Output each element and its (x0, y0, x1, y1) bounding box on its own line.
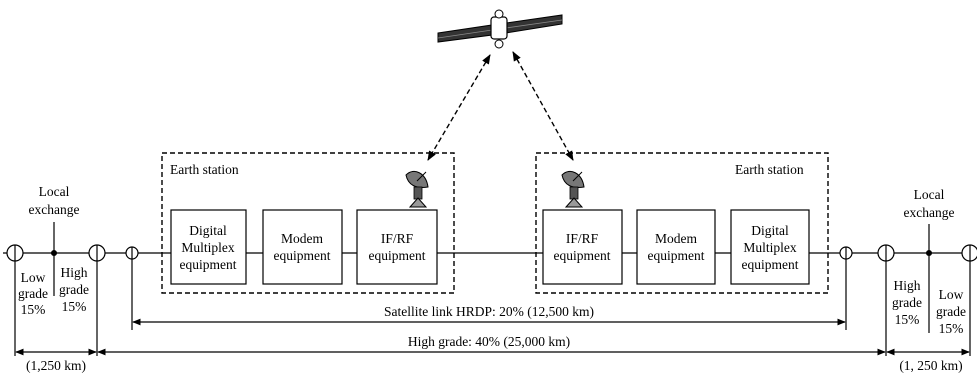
right-digital-multiplex-box: Digital Multiplex equipment (730, 209, 810, 285)
grade-line: Low (939, 287, 964, 302)
box-line: Modem (281, 231, 323, 246)
left-ifrf-box: IF/RF equipment (356, 209, 438, 285)
box-line: Multiplex (181, 240, 234, 255)
grade-line: 15% (62, 299, 87, 314)
box-line: IF/RF (566, 231, 599, 246)
box-line: Digital (189, 223, 227, 238)
box-line: equipment (648, 248, 705, 263)
left-earth-station-title: Earth station (170, 162, 239, 177)
box-line: Multiplex (743, 240, 796, 255)
left-distance-label: (1,250 km) (26, 358, 86, 373)
left-digital-multiplex-box: Digital Multiplex equipment (170, 209, 247, 285)
right-local-exchange: Local exchange (904, 187, 955, 333)
local-exchange-label: Local (39, 184, 70, 199)
local-exchange-label: exchange (29, 202, 80, 217)
box-line: equipment (274, 248, 331, 263)
right-distance-label: (1, 250 km) (899, 358, 962, 373)
interface-point (6, 244, 24, 262)
grade-line: High (894, 278, 921, 293)
interface-point (877, 244, 895, 262)
satellite-icon (437, 9, 563, 49)
left-antenna-icon (405, 171, 429, 208)
left-local-exchange: Local exchange (29, 184, 80, 296)
left-satellite-link (427, 54, 491, 161)
left-modem-box: Modem equipment (262, 209, 343, 285)
grade-line: grade (18, 286, 48, 301)
grade-line: grade (892, 295, 922, 310)
right-earth-station-frame (535, 152, 829, 294)
grade-line: grade (59, 282, 89, 297)
box-line: equipment (369, 248, 426, 263)
box-line: equipment (180, 257, 237, 272)
right-high-grade-label: High grade 15% (892, 278, 922, 327)
interface-point (839, 246, 853, 260)
local-exchange-label: Local (914, 187, 945, 202)
grade-line: grade (936, 304, 966, 319)
box-line: Digital (751, 223, 789, 238)
grade-line: 15% (21, 302, 46, 317)
grade-line: High (61, 265, 88, 280)
box-line: equipment (742, 257, 799, 272)
left-earth-station-frame (161, 152, 455, 294)
local-exchange-label: exchange (904, 205, 955, 220)
high-grade-dimension-label: High grade: 40% (25,000 km) (408, 334, 570, 349)
grade-line: 15% (895, 312, 920, 327)
right-low-grade-label: Low grade 15% (936, 287, 966, 336)
right-antenna-icon (561, 171, 585, 208)
right-ifrf-box: IF/RF equipment (542, 209, 623, 285)
interface-point (125, 246, 139, 260)
right-modem-box: Modem equipment (636, 209, 716, 285)
box-line: Modem (655, 231, 697, 246)
grade-line: Low (21, 270, 46, 285)
satellite-link-dimension-label: Satellite link HRDP: 20% (12,500 km) (384, 304, 594, 319)
left-low-grade-label: Low grade 15% (18, 270, 48, 317)
right-earth-station-title: Earth station (735, 162, 804, 177)
box-line: equipment (554, 248, 611, 263)
interface-point (961, 244, 977, 262)
left-high-grade-label: High grade 15% (59, 265, 89, 314)
box-line: IF/RF (381, 231, 414, 246)
interface-point (88, 244, 106, 262)
right-satellite-link (512, 51, 574, 161)
grade-line: 15% (939, 321, 964, 336)
